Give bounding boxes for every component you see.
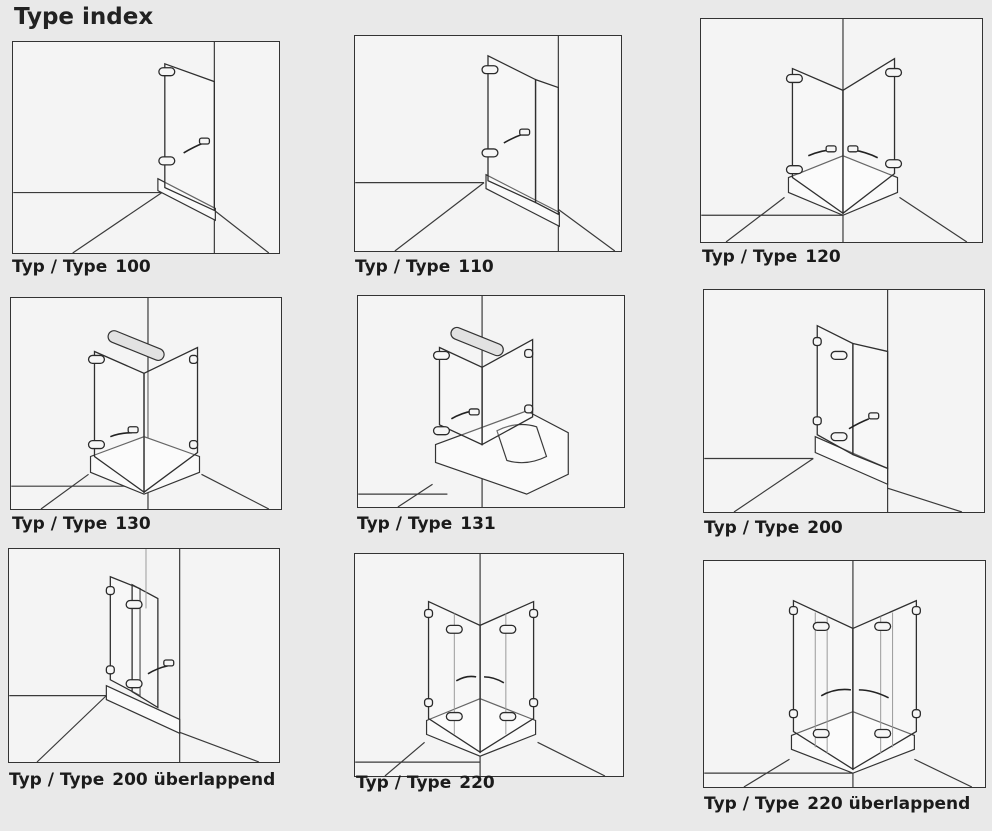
type-131-caption: Typ / Type 131 [357, 514, 496, 534]
shower-200-drawing [704, 290, 963, 512]
type-100-illustration [12, 41, 280, 254]
type-220-number: 220 [459, 773, 495, 793]
type-200-number: 200 [807, 518, 843, 538]
type-220-prefix: Typ / Type [356, 773, 452, 793]
shower-120-drawing [701, 19, 968, 242]
shower-110-drawing [355, 36, 616, 251]
type-220-caption: Typ / Type 220 [356, 773, 495, 793]
type-120-caption: Typ / Type 120 [702, 247, 841, 267]
type-200u-caption: Typ / Type 200 überlappend [9, 770, 275, 790]
type-200u-illustration [8, 548, 280, 763]
type-220u-illustration [703, 560, 986, 788]
type-200u-suffix: überlappend [153, 770, 276, 790]
type-220u-caption: Typ / Type 220 überlappend [704, 794, 970, 814]
type-120-illustration [700, 18, 983, 243]
type-130-illustration [10, 297, 282, 510]
shower-220-drawing [355, 554, 606, 776]
shower-130-drawing [11, 298, 270, 509]
type-130-number: 130 [115, 514, 151, 534]
type-131-number: 131 [460, 514, 496, 534]
type-200-illustration [703, 289, 985, 513]
type-131-prefix: Typ / Type [357, 514, 453, 534]
type-220-illustration [354, 553, 624, 777]
page-title: Type index [14, 4, 154, 30]
type-130-prefix: Typ / Type [12, 514, 108, 534]
shower-131-drawing [358, 296, 569, 507]
type-110-number: 110 [458, 257, 494, 277]
type-200-caption: Typ / Type 200 [704, 518, 843, 538]
type-131-illustration [357, 295, 625, 508]
type-200-prefix: Typ / Type [704, 518, 800, 538]
type-200u-prefix: Typ / Type [9, 770, 105, 790]
type-100-number: 100 [115, 257, 151, 277]
shower-100-drawing [13, 42, 270, 253]
type-220u-number: 220 [807, 794, 843, 814]
type-220u-suffix: überlappend [848, 794, 971, 814]
type-220u-prefix: Typ / Type [704, 794, 800, 814]
type-120-number: 120 [805, 247, 841, 267]
type-100-prefix: Typ / Type [12, 257, 108, 277]
type-110-prefix: Typ / Type [355, 257, 451, 277]
type-110-caption: Typ / Type 110 [355, 257, 494, 277]
type-200u-number: 200 [112, 770, 148, 790]
type-100-caption: Typ / Type 100 [12, 257, 151, 277]
shower-220u-drawing [704, 561, 973, 787]
type-130-caption: Typ / Type 130 [12, 514, 151, 534]
shower-200u-drawing [9, 549, 260, 762]
type-110-illustration [354, 35, 622, 252]
type-120-prefix: Typ / Type [702, 247, 798, 267]
